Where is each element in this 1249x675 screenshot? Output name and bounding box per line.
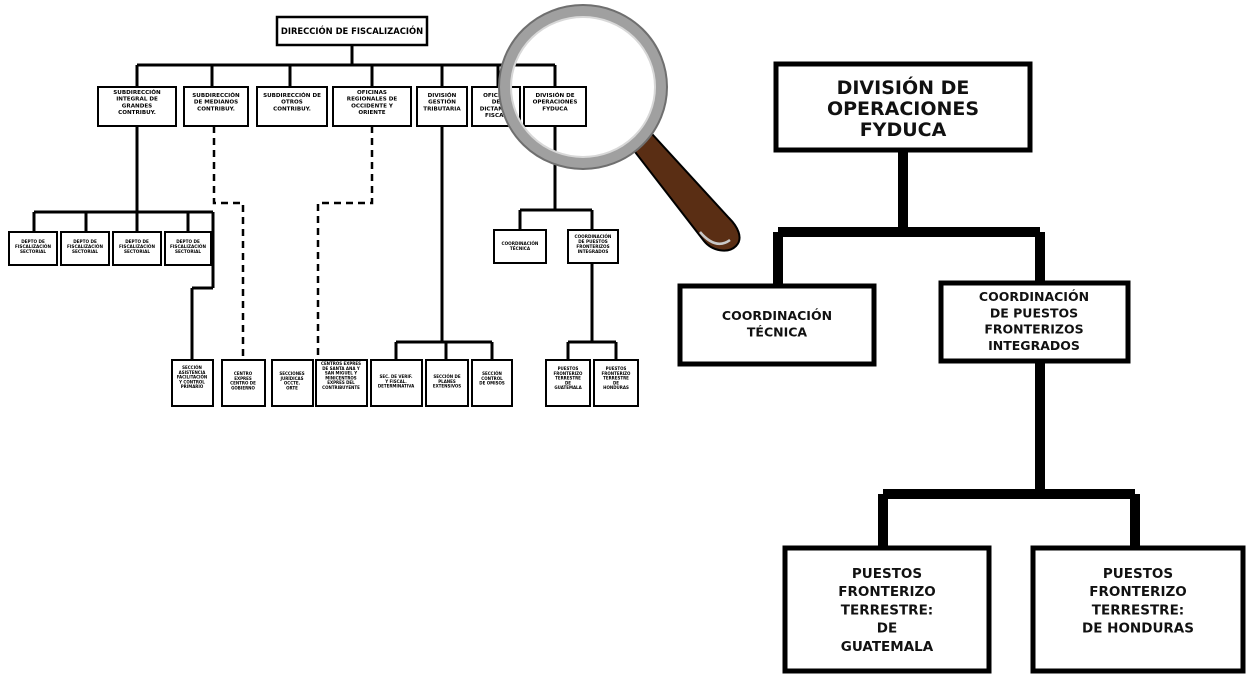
depto-box-3 <box>112 231 162 266</box>
bottom-box-9 <box>593 359 639 407</box>
left-coord-tecnica-box <box>493 229 547 264</box>
right-org-chart <box>677 61 1246 674</box>
depto-box-1 <box>8 231 58 266</box>
left-l1-box-2 <box>183 86 249 127</box>
right-coord-puestos-box <box>938 280 1131 364</box>
bottom-box-1 <box>171 359 214 407</box>
bottom-label-5: SEC. DE VERIF.Y FISCAL.DETERMINATIVA <box>378 374 415 389</box>
bottom-box-5 <box>370 359 423 407</box>
right-honduras-box <box>1030 545 1246 674</box>
bottom-box-3 <box>271 359 314 407</box>
depto-box-2 <box>60 231 110 266</box>
right-root-box <box>773 61 1033 153</box>
bottom-box-6 <box>425 359 469 407</box>
left-org-chart <box>8 15 639 407</box>
depto-box-4 <box>164 231 212 266</box>
right-guatemala-box <box>782 545 992 674</box>
left-l1-box-3 <box>256 86 328 127</box>
bottom-box-2 <box>221 359 266 407</box>
left-root-label: DIRECCIÓN DE FISCALIZACIÓN <box>281 25 423 36</box>
bottom-box-8 <box>545 359 591 407</box>
left-l1-box-7 <box>523 86 587 127</box>
magnifying-glass-icon <box>498 4 741 252</box>
bottom-box-4 <box>315 359 368 407</box>
bottom-box-7 <box>471 359 513 407</box>
right-coord-tecnica-box <box>677 283 877 367</box>
